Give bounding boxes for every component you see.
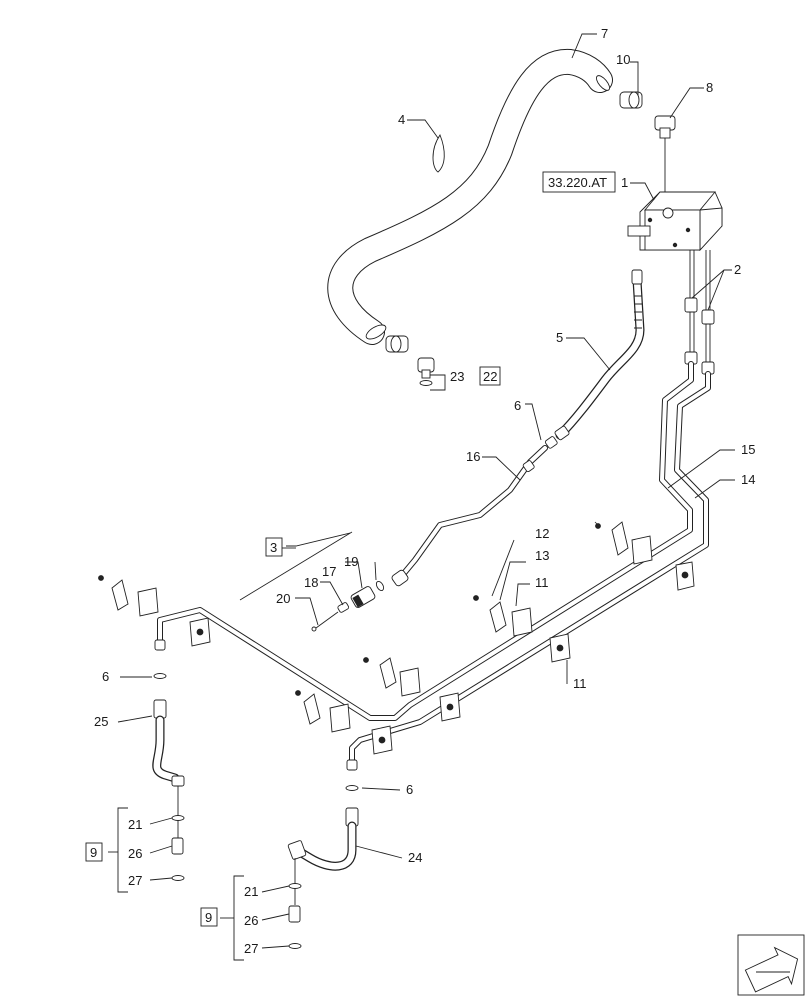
callout-26-left: 26 [128,846,142,861]
callout-14: 14 [741,472,755,487]
callout-25: 25 [94,714,108,729]
hose-7 [327,48,613,345]
callout-6-lower: 6 [406,782,413,797]
check-valve-assembly [239,531,385,632]
callout-9-left: 9 [90,845,97,860]
callout-12: 12 [535,526,549,541]
callout-11-lower: 11 [573,676,587,691]
callout-6-upper: 6 [514,398,521,413]
elbow-fitting-8 [654,115,676,139]
fittings-2 [684,297,715,375]
callout-18: 18 [304,575,318,590]
clamp-10 [619,91,643,109]
callout-2: 2 [734,262,741,277]
callout-1: 1 [621,175,628,190]
callout-8: 8 [706,80,713,95]
callout-15: 15 [741,442,755,457]
callout-16: 16 [466,449,480,464]
callout-19: 19 [344,554,358,569]
callout-27-right: 27 [244,941,258,956]
callout-17: 17 [322,564,336,579]
brackets [98,521,695,755]
ref-box-33220at: 33.220.AT [548,175,607,190]
clamp-lower [385,335,409,353]
callout-27-left: 27 [128,873,142,888]
callout-5: 5 [556,330,563,345]
arrow-icon[interactable] [737,934,806,999]
callout-4: 4 [398,112,405,127]
callout-11-upper: 11 [535,575,549,590]
callout-23: 23 [450,369,464,384]
callout-22: 22 [483,369,497,384]
callout-labels: 7 10 8 4 1 2 5 6 16 15 14 12 13 11 11 19… [94,26,755,956]
callout-26-right: 26 [244,913,258,928]
callout-21-left: 21 [128,817,142,832]
elbow-fitting-22 [417,357,435,386]
callout-6-left: 6 [102,669,109,684]
callout-3: 3 [270,540,277,555]
boxed-callouts: 33.220.AT 22 3 9 9 [85,171,616,927]
steel-lines [157,361,711,763]
leader-lines [108,33,735,961]
hose-25 [152,639,185,881]
callout-21-right: 21 [244,884,258,899]
pump-1 [627,191,723,252]
callout-9-right: 9 [205,910,212,925]
callout-20: 20 [276,591,290,606]
strap-4 [432,134,445,173]
hose-5 [544,269,645,449]
callout-7: 7 [601,26,608,41]
callout-24: 24 [408,850,422,865]
tube-16 [391,445,548,587]
hose-24 [287,759,359,949]
callout-13: 13 [535,548,549,563]
callout-10: 10 [616,52,630,67]
